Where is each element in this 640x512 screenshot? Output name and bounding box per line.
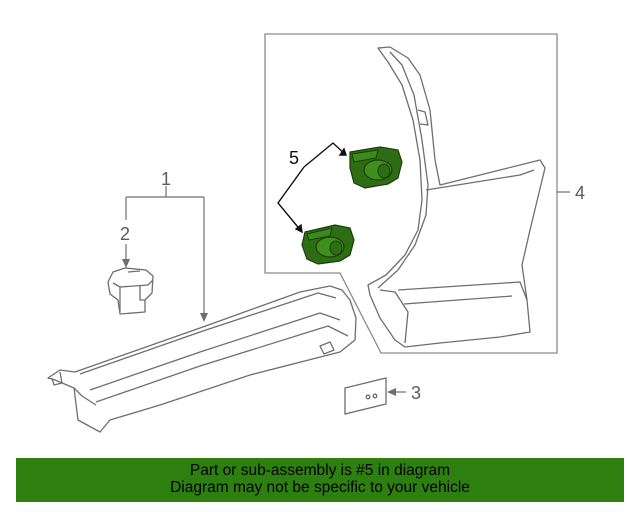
callout-2: 2 <box>120 224 130 244</box>
sill-plate-part-1 <box>47 285 357 433</box>
label-part-3 <box>344 377 387 415</box>
inset-frame <box>264 33 558 354</box>
pillar-trim-panel <box>367 46 546 348</box>
leader-part-2 <box>122 244 130 268</box>
leader-part-3 <box>387 388 406 396</box>
callout-4: 4 <box>575 183 585 203</box>
callout-3: 3 <box>411 383 421 403</box>
clip-part-5-upper <box>349 146 403 189</box>
banner-line-1: Part or sub-assembly is #5 in diagram <box>189 462 451 479</box>
leader-part-1 <box>125 186 208 322</box>
leader-part-5 <box>277 142 347 234</box>
callout-1: 1 <box>161 169 171 189</box>
banner-line-2: Diagram may not be specific to your vehi… <box>170 479 470 496</box>
retainer-part-2 <box>107 267 154 315</box>
clip-part-5-lower <box>301 224 355 265</box>
info-banner: Part or sub-assembly is #5 in diagram Di… <box>16 458 624 502</box>
callout-5: 5 <box>289 148 299 168</box>
